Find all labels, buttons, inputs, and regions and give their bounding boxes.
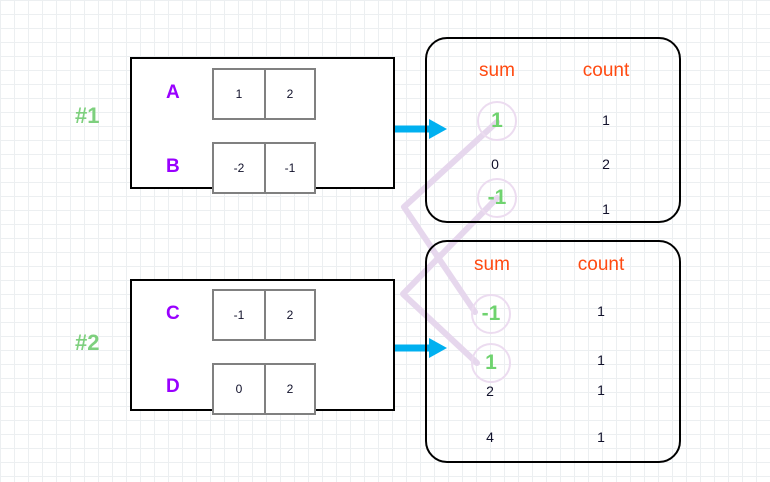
cell-a-0: 1 <box>235 87 243 101</box>
cell-b-0: -2 <box>233 161 245 175</box>
table1-header-sum: sum <box>479 60 515 81</box>
table1-sum-0: 1 <box>491 109 503 132</box>
cell-pair-c: -1 2 <box>212 289 316 341</box>
cell-b-1: -1 <box>264 144 314 192</box>
highlight-circle-t1-r0 <box>477 101 517 141</box>
table2-count-0: 1 <box>597 303 605 319</box>
group-label-1: #1 <box>75 103 100 128</box>
row-label-a: A <box>166 82 180 103</box>
table2-header-count: count <box>577 254 625 275</box>
highlight-circle-t1-r2 <box>477 178 517 218</box>
cell-pair-a: 1 2 <box>212 68 316 120</box>
table2-count-1: 1 <box>597 352 605 368</box>
highlight-circle-t2-r0 <box>471 294 511 334</box>
table2-sum-0: -1 <box>481 302 501 325</box>
table1-sum-1: 0 <box>491 156 499 172</box>
cell-pair-b: -2 -1 <box>212 142 316 194</box>
table2-sum-1: 1 <box>485 351 497 374</box>
result-table-2 <box>425 240 681 463</box>
table2-count-3: 1 <box>597 429 605 445</box>
cell-pair-d: 0 2 <box>212 363 316 415</box>
highlight-circle-t2-r1 <box>471 343 511 383</box>
table2-header-sum: sum <box>474 254 510 275</box>
table1-count-1: 2 <box>602 156 610 172</box>
row-label-d: D <box>166 376 180 397</box>
row-label-c: C <box>166 303 180 324</box>
table1-header-count: count <box>582 60 630 81</box>
cell-c-1: 2 <box>264 291 314 339</box>
table2-sum-3: 4 <box>486 429 494 445</box>
table1-count-0: 1 <box>602 112 610 128</box>
cell-a-1: 2 <box>264 70 314 118</box>
row-label-b: B <box>166 156 180 177</box>
table1-count-2: 1 <box>602 201 610 217</box>
table2-count-2: 1 <box>597 382 605 398</box>
cell-d-0: 0 <box>235 382 243 396</box>
table1-sum-2: -1 <box>487 186 507 209</box>
table2-sum-2: 2 <box>486 383 494 399</box>
cell-c-0: -1 <box>233 308 245 322</box>
group-label-2: #2 <box>75 330 100 355</box>
result-table-1 <box>425 37 681 223</box>
cell-d-1: 2 <box>264 365 314 413</box>
